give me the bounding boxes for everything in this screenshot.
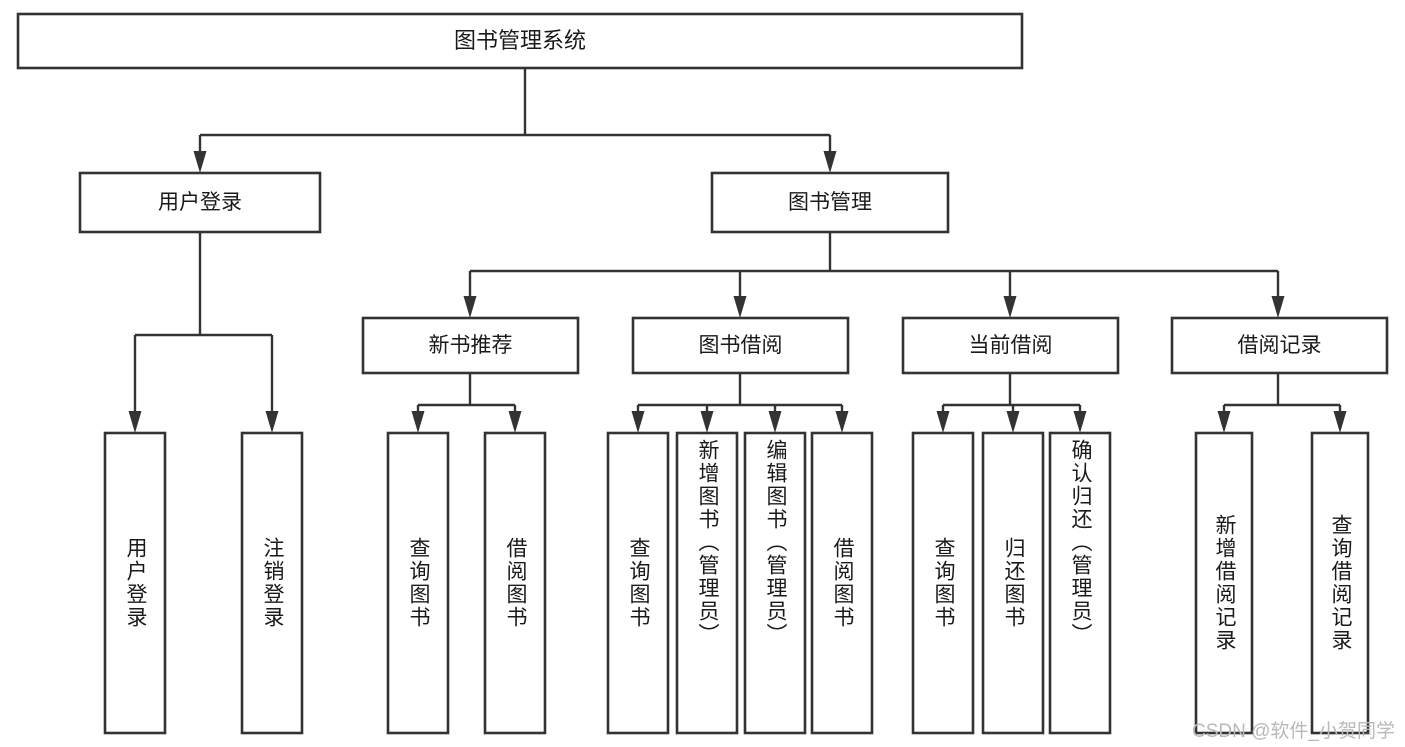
arrow-head-icon: [265, 411, 279, 433]
box-leaf-logout-login: [240, 431, 304, 735]
label-current-borrow: 当前借阅: [969, 334, 1053, 357]
leaf-leaf-return-book[interactable]: [981, 431, 1045, 735]
arrow-head-icon: [1003, 296, 1017, 318]
box-leaf-return-book: [981, 431, 1045, 735]
box-leaf-query-book-1: [386, 431, 450, 735]
leaf-leaf-query-book-3[interactable]: [911, 431, 975, 735]
box-current-borrow: [901, 316, 1120, 375]
box-leaf-query-book-2: [606, 431, 670, 735]
arrow-head-icon: [508, 411, 522, 433]
arrow-head-icon: [1217, 411, 1231, 433]
box-new-book-recommend: [361, 316, 580, 375]
leaf-leaf-query-book-1[interactable]: [386, 431, 450, 735]
leaf-leaf-borrow-book-1[interactable]: [483, 431, 547, 735]
arrow-head-icon: [128, 411, 142, 433]
box-leaf-query-borrow-record: [1310, 431, 1370, 735]
node-book-manage[interactable]: [710, 171, 950, 234]
leaf-leaf-query-book-2[interactable]: [606, 431, 670, 735]
box-leaf-add-borrow-record: [1194, 431, 1254, 735]
label-book-borrow: 图书借阅: [699, 334, 783, 357]
arrow-head-icon: [1073, 411, 1087, 433]
arrow-head-icon: [463, 296, 477, 318]
arrow-head-icon: [1333, 411, 1347, 433]
node-box-layer: [16, 12, 1389, 735]
node-new-book-recommend[interactable]: [361, 316, 580, 375]
label-user-login: 用户登录: [158, 191, 242, 214]
node-user-login[interactable]: [78, 171, 322, 234]
label-book-manage: 图书管理: [788, 191, 872, 214]
arrow-head-icon: [768, 411, 782, 433]
leaf-leaf-query-borrow-record[interactable]: [1310, 431, 1370, 735]
box-leaf-confirm-return-admin: [1048, 431, 1112, 735]
box-leaf-user-login: [103, 431, 167, 735]
label-root: 图书管理系统: [454, 28, 586, 53]
box-user-login: [78, 171, 322, 234]
node-current-borrow[interactable]: [901, 316, 1120, 375]
leaf-leaf-confirm-return-admin[interactable]: [1048, 431, 1112, 735]
arrow-head-icon: [1271, 296, 1285, 318]
box-root: [16, 12, 1024, 70]
leaf-leaf-add-book-admin[interactable]: [675, 431, 739, 735]
leaf-leaf-add-borrow-record[interactable]: [1194, 431, 1254, 735]
arrow-head-icon: [700, 411, 714, 433]
box-leaf-add-book-admin: [675, 431, 739, 735]
box-leaf-edit-book-admin: [743, 431, 807, 735]
leaf-leaf-user-login[interactable]: [103, 431, 167, 735]
arrow-head-icon: [823, 151, 837, 173]
connector-layer: [128, 68, 1347, 433]
box-book-borrow: [631, 316, 850, 375]
arrow-head-icon: [936, 411, 950, 433]
node-book-borrow[interactable]: [631, 316, 850, 375]
box-leaf-borrow-book-1: [483, 431, 547, 735]
leaf-leaf-logout-login[interactable]: [240, 431, 304, 735]
label-new-book-recommend: 新书推荐: [429, 334, 513, 357]
box-leaf-query-book-3: [911, 431, 975, 735]
leaf-leaf-edit-book-admin[interactable]: [743, 431, 807, 735]
node-root[interactable]: [16, 12, 1024, 70]
box-leaf-borrow-book-2: [810, 431, 874, 735]
arrow-head-icon: [1006, 411, 1020, 433]
arrow-head-icon: [631, 411, 645, 433]
leaf-leaf-borrow-book-2[interactable]: [810, 431, 874, 735]
box-borrow-record: [1170, 316, 1389, 375]
arrow-head-icon: [733, 296, 747, 318]
label-borrow-record: 借阅记录: [1238, 334, 1322, 357]
arrow-head-icon: [193, 151, 207, 173]
arrow-head-icon: [835, 411, 849, 433]
box-book-manage: [710, 171, 950, 234]
node-borrow-record[interactable]: [1170, 316, 1389, 375]
watermark: CSDN @软件_小贺同学: [1192, 721, 1395, 742]
arrow-head-icon: [411, 411, 425, 433]
